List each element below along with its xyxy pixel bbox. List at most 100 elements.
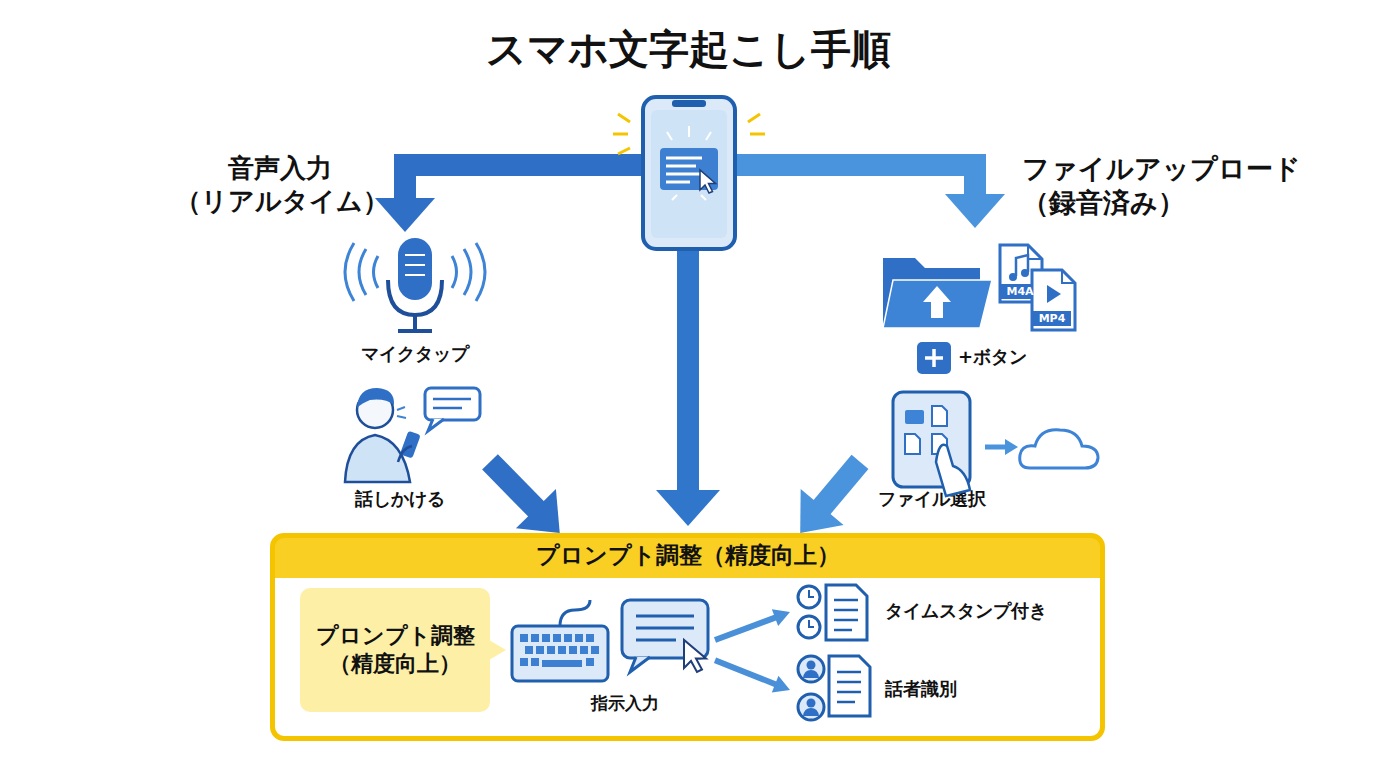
callout-box: プロンプト調整 （精度向上） (300, 588, 490, 712)
microphone-icon (374, 256, 379, 288)
branch-heading: ファイルアップロード （録音済み） (1022, 152, 1317, 220)
audio-file-icon (1016, 255, 1028, 276)
phone-icon (672, 100, 706, 107)
microphone-icon (345, 238, 485, 331)
microphone-icon (398, 238, 432, 300)
file-picker-phone (905, 434, 920, 454)
plus-button (917, 342, 951, 374)
step-label: 話しかける (335, 488, 465, 511)
phone-icon (667, 132, 672, 140)
speaking-person (425, 388, 480, 420)
prompt-panel: プロンプト調整 （精度向上）指示入力タイムスタンプ付き話者識別プロンプト調整（精… (270, 533, 1105, 741)
speaking-person (400, 431, 421, 459)
microphone-icon (464, 249, 471, 295)
glow-rays (613, 114, 765, 154)
file-format-tag: M4A (1001, 284, 1039, 299)
glow-rays (748, 114, 760, 122)
output-label: 話者識別 (885, 678, 1025, 701)
phone-icon (700, 170, 716, 193)
phone-icon (643, 97, 735, 249)
folder-icon (923, 286, 951, 318)
microphone-icon (452, 256, 457, 288)
glow-rays (613, 133, 628, 136)
folder-icon (883, 258, 992, 328)
speaking-person (345, 435, 410, 482)
step-label: 指示入力 (580, 693, 670, 714)
callout-text: プロンプト調整 （精度向上） (305, 622, 485, 677)
flow-arrow (490, 462, 560, 533)
phone-icon (666, 181, 690, 184)
audio-file-icon (1009, 273, 1017, 281)
folder-icon (883, 280, 992, 328)
audio-file-icon (1021, 269, 1029, 277)
arrow-shaft (490, 462, 538, 511)
phone-icon (666, 165, 696, 168)
audio-file-icon (1028, 245, 1042, 259)
audio-file-icon (1000, 245, 1042, 302)
speaking-person (398, 446, 412, 462)
file-picker-phone (1020, 430, 1098, 468)
file-picker-phone (932, 434, 947, 454)
speaking-person (357, 388, 394, 408)
phone-icon (666, 157, 702, 160)
file-picker-phone (893, 392, 970, 487)
phone-icon (651, 110, 727, 238)
microphone-icon (345, 243, 354, 301)
output-label: タイムスタンプ付き (885, 600, 1080, 623)
file-picker-phone (893, 392, 1098, 496)
phone-icon (688, 126, 690, 137)
file-format-tag: MP4 (1033, 311, 1071, 326)
output-item: 話者識別 (790, 655, 1080, 725)
input-branch: 音声入力 （リアルタイム） マイクタップ話しかける (175, 150, 490, 520)
speaking-person (397, 407, 405, 410)
step-label: +ボタン (958, 346, 1068, 369)
phone-icon (706, 132, 711, 140)
glow-rays (618, 148, 630, 154)
speaking-person (345, 388, 480, 482)
plus-button (925, 356, 943, 360)
arrow-head (516, 489, 560, 533)
instruction-step: 指示入力 (505, 598, 715, 720)
arrow-shaft (820, 462, 860, 510)
branch-arrow-center (677, 245, 699, 492)
file-picker-phone (985, 445, 1006, 450)
branch-arrow-left (375, 165, 645, 232)
branch-arrow-right (733, 165, 1005, 228)
microphone-icon (405, 274, 425, 276)
phone-icon (643, 97, 735, 249)
plus-button (917, 342, 951, 374)
audio-file-icon (1000, 245, 1042, 302)
branch-heading: 音声入力 （リアルタイム） (175, 152, 385, 217)
video-file-icon (1032, 270, 1075, 330)
speaking-person (433, 398, 471, 401)
microphone-icon (405, 254, 425, 256)
output-item: タイムスタンプ付き (790, 583, 1080, 640)
upload-branch: ファイルアップロード （録音済み） +ボタンファイル選択 (860, 150, 1320, 520)
step-label: ファイル選択 (862, 488, 1002, 511)
file-picker-phone (1005, 439, 1018, 455)
video-file-icon (1062, 270, 1075, 283)
microphone-icon (359, 249, 366, 295)
microphone-icon (476, 243, 485, 301)
microphone-icon (413, 315, 417, 331)
speaking-person (428, 419, 444, 431)
step-label: マイクタップ (345, 343, 485, 366)
branch-arrow-left (405, 165, 645, 200)
microphone-icon (398, 329, 432, 333)
phone-icon (672, 195, 677, 200)
file-picker-phone (932, 406, 947, 426)
video-file-icon (1033, 311, 1071, 326)
glow-rays (750, 133, 765, 136)
branch-arrow-center (656, 245, 720, 526)
branch-arrow-right (945, 194, 1005, 228)
speaking-person (357, 392, 393, 428)
branch-arrow-right (733, 165, 975, 196)
microphone-icon (388, 280, 442, 315)
folder-icon (883, 258, 980, 328)
phone-icon (666, 173, 700, 176)
video-file-icon (1032, 270, 1075, 330)
plus-button (932, 349, 936, 367)
speaking-person (397, 416, 406, 418)
phone-icon (660, 148, 718, 190)
phone-icon (701, 195, 706, 200)
